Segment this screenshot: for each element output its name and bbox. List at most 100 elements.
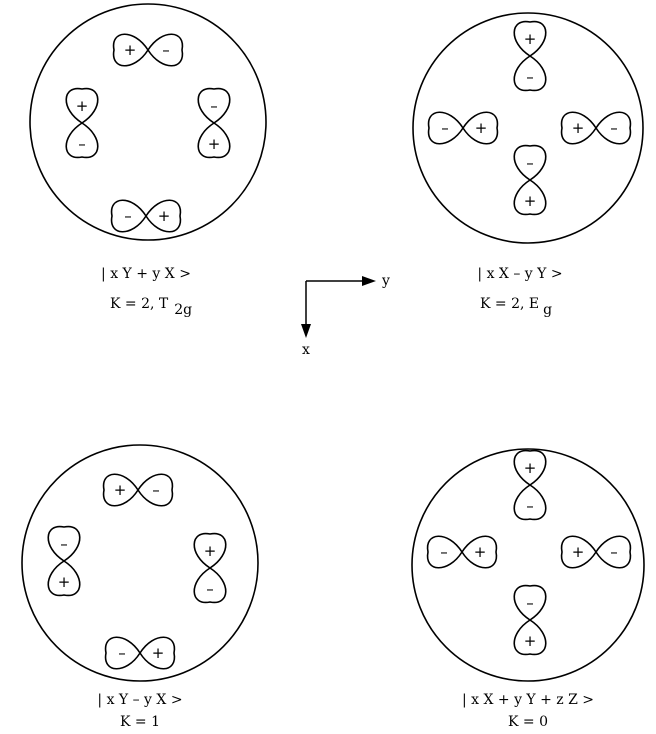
lobe — [193, 567, 227, 604]
sign-b: – — [610, 119, 618, 137]
lobe — [426, 535, 463, 569]
state-label: | x X + y Y + z Z > — [462, 692, 594, 708]
lobe-pair-left: + – — [65, 87, 99, 159]
y-axis-arrowhead — [362, 276, 376, 286]
sign-b: + — [58, 573, 71, 591]
lobe — [47, 560, 81, 597]
panel-circle — [411, 448, 645, 682]
sign-b: + — [475, 119, 488, 137]
lobe — [461, 535, 498, 569]
sign-a: + — [204, 542, 217, 560]
lobe — [513, 55, 547, 92]
coordinate-axes: y x — [301, 273, 390, 358]
lobe-pair-left: – + — [47, 525, 81, 597]
symmetry-label: K = 0 — [508, 714, 548, 730]
lobe — [513, 584, 547, 621]
lobe — [513, 144, 547, 181]
lobe — [513, 20, 547, 57]
lobe-pair-right: + – — [193, 532, 227, 604]
lobe-pair-top: + – — [513, 449, 547, 521]
lobe — [110, 199, 147, 233]
lobe-pair-bottom: – + — [110, 199, 182, 233]
sign-b: + — [158, 207, 171, 225]
lobe-pair-right: + – — [560, 535, 632, 569]
sign-a: + — [524, 459, 537, 477]
sign-a: – — [210, 97, 218, 115]
sign-a: – — [441, 119, 449, 137]
sign-a: – — [526, 594, 534, 612]
sign-b: – — [162, 41, 170, 59]
lobe — [197, 87, 231, 124]
sign-a: + — [524, 30, 537, 48]
lobe — [65, 122, 99, 159]
sign-b: – — [610, 543, 618, 561]
lobe — [513, 449, 547, 486]
lobe — [65, 87, 99, 124]
lobe-pair-bottom: – + — [104, 636, 176, 670]
lobe-pair-bottom: – + — [513, 144, 547, 216]
lobe — [595, 111, 632, 145]
lobe — [513, 484, 547, 521]
lobe — [137, 473, 174, 507]
lobe — [513, 619, 547, 656]
symmetry-label: K = 1 — [120, 714, 160, 730]
sign-a: + — [572, 543, 585, 561]
lobe — [427, 111, 464, 145]
lobe-pair-top: + – — [513, 20, 547, 92]
state-label: | x X – y Y > — [477, 266, 562, 282]
lobe — [112, 33, 149, 67]
panel-circle — [412, 12, 644, 244]
symmetry-label-main: K = 2, T — [110, 296, 169, 312]
x-axis-label: x — [302, 342, 310, 358]
sign-b: + — [208, 135, 221, 153]
symmetry-label-sub: 2g — [174, 302, 192, 318]
sign-b: + — [524, 192, 537, 210]
y-axis-label: y — [381, 273, 390, 289]
lobe — [139, 636, 176, 670]
sign-a: – — [526, 154, 534, 172]
lobe — [104, 636, 141, 670]
sign-a: – — [60, 535, 68, 553]
state-label: | x Y – y X > — [97, 692, 182, 708]
sign-a: + — [76, 97, 89, 115]
lobe — [147, 33, 184, 67]
sign-a: + — [572, 119, 585, 137]
lobe-pair-bottom: – + — [513, 584, 547, 656]
sign-b: – — [78, 135, 86, 153]
state-label: | x Y + y X > — [101, 266, 191, 282]
lobe — [595, 535, 632, 569]
lobe-pair-right: + – — [560, 111, 632, 145]
panel-xY-minus-yX: + – + – – + – + — [21, 444, 259, 682]
lobe-pair-right: – + — [197, 87, 231, 159]
panel-circle — [21, 444, 259, 682]
sign-a: + — [124, 41, 137, 59]
sign-b: – — [526, 68, 534, 86]
symmetry-label: K = 2, T 2g — [110, 296, 192, 318]
lobe — [193, 532, 227, 569]
lobe-pair-top: + – — [112, 33, 184, 67]
lobe — [560, 111, 597, 145]
lobe — [197, 122, 231, 159]
lobe-pair-left: – + — [426, 535, 498, 569]
sign-b: – — [206, 580, 214, 598]
panel-xX-minus-yY: + – – + + – – + — [412, 12, 644, 244]
sign-a: – — [118, 644, 126, 662]
lobe-pair-left: – + — [427, 111, 499, 145]
panel-xX-plus-yY-plus-zZ: + – – + + – – + — [411, 448, 645, 682]
lobe — [513, 179, 547, 216]
sign-a: + — [114, 481, 127, 499]
lobe — [102, 473, 139, 507]
sign-b: + — [524, 632, 537, 650]
panel-circle — [29, 3, 267, 241]
lobe — [560, 535, 597, 569]
sign-b: – — [152, 481, 160, 499]
lobe — [462, 111, 499, 145]
lobe — [47, 525, 81, 562]
sign-b: + — [152, 644, 165, 662]
symmetry-label-main: K = 2, E — [480, 296, 539, 312]
x-axis-arrowhead — [301, 324, 311, 338]
sign-a: – — [440, 543, 448, 561]
symmetry-label-sub: g — [543, 302, 552, 318]
sign-a: – — [124, 207, 132, 225]
